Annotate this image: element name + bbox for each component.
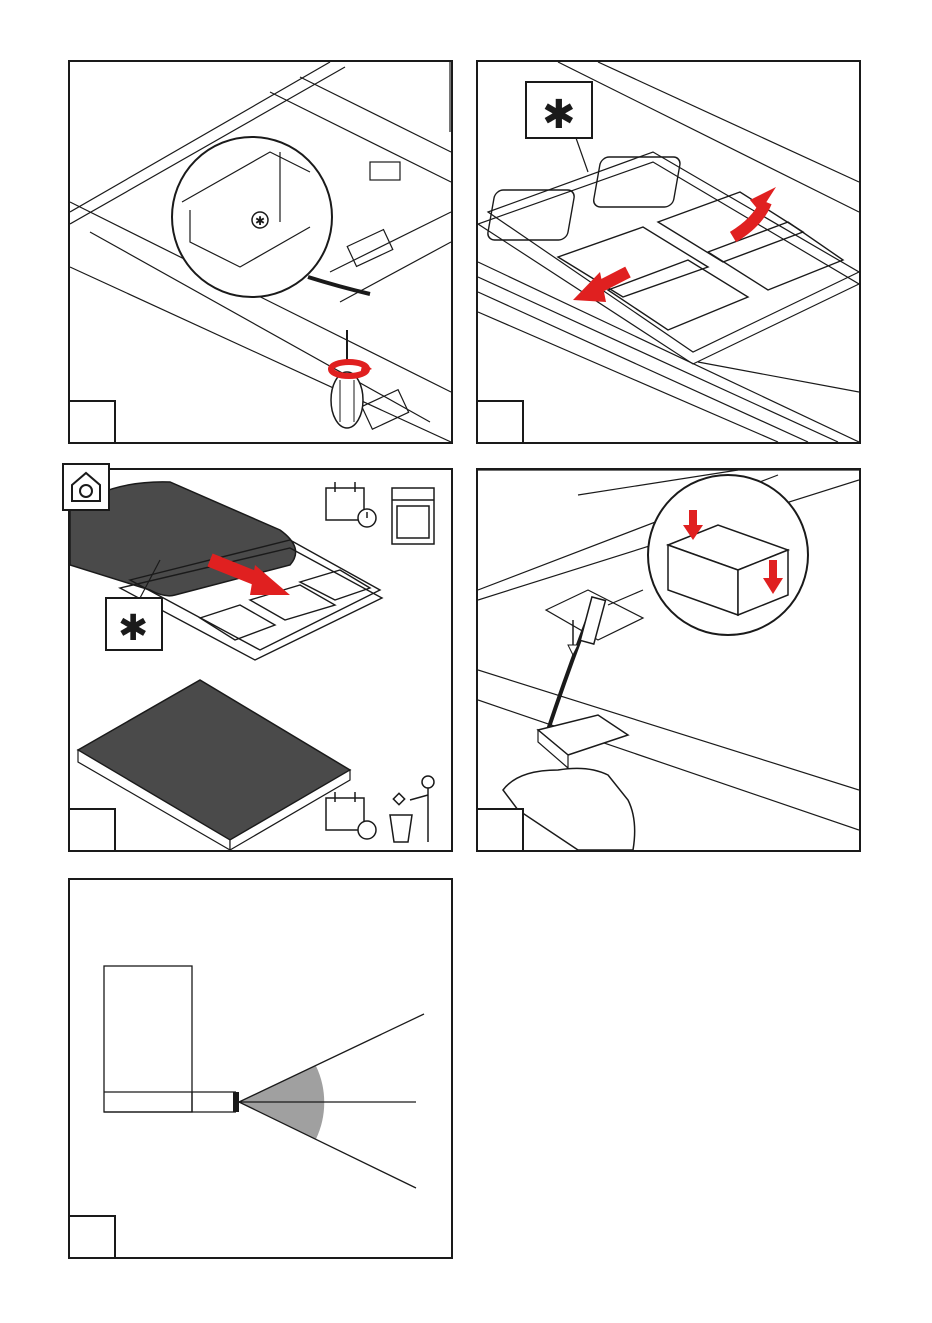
step-number-box <box>476 400 524 444</box>
lamp-replacement-illustration <box>478 470 859 850</box>
beam-angle-diagram <box>70 880 451 1257</box>
dishwasher-icon <box>392 488 434 544</box>
zoom-detail-circle: ✱ <box>172 137 370 297</box>
red-arrow-icon <box>573 187 776 302</box>
step-number-box <box>68 400 116 444</box>
step-number-box <box>68 1215 116 1259</box>
panel-step-4 <box>476 468 861 852</box>
filter-removal-illustration: ✱ <box>478 62 859 442</box>
calendar-clock-icon <box>326 482 376 527</box>
svg-text:✱: ✱ <box>542 92 576 138</box>
calendar-clock-icon <box>326 792 376 839</box>
panel-step-5 <box>68 878 453 1259</box>
step-number-box <box>68 808 116 852</box>
svg-text:✱: ✱ <box>118 608 148 649</box>
asterisk-badge-icon: ✱ <box>526 82 592 172</box>
panel-step-1: ✱ <box>68 60 453 444</box>
rotate-arrow-icon <box>331 362 372 376</box>
step-number-box <box>476 808 524 852</box>
connector-icon <box>538 597 628 768</box>
home-clean-icon <box>62 463 110 511</box>
panel-step-3: ✱ <box>68 468 453 852</box>
trash-bin-icon <box>390 776 434 842</box>
panel-step-2: ✱ <box>476 60 861 444</box>
screwdriver-icon <box>331 330 363 428</box>
screw-removal-illustration: ✱ <box>70 62 451 442</box>
filter-cleaning-illustration: ✱ <box>70 470 451 850</box>
zoom-detail-circle <box>648 475 808 635</box>
svg-text:✱: ✱ <box>255 214 265 228</box>
